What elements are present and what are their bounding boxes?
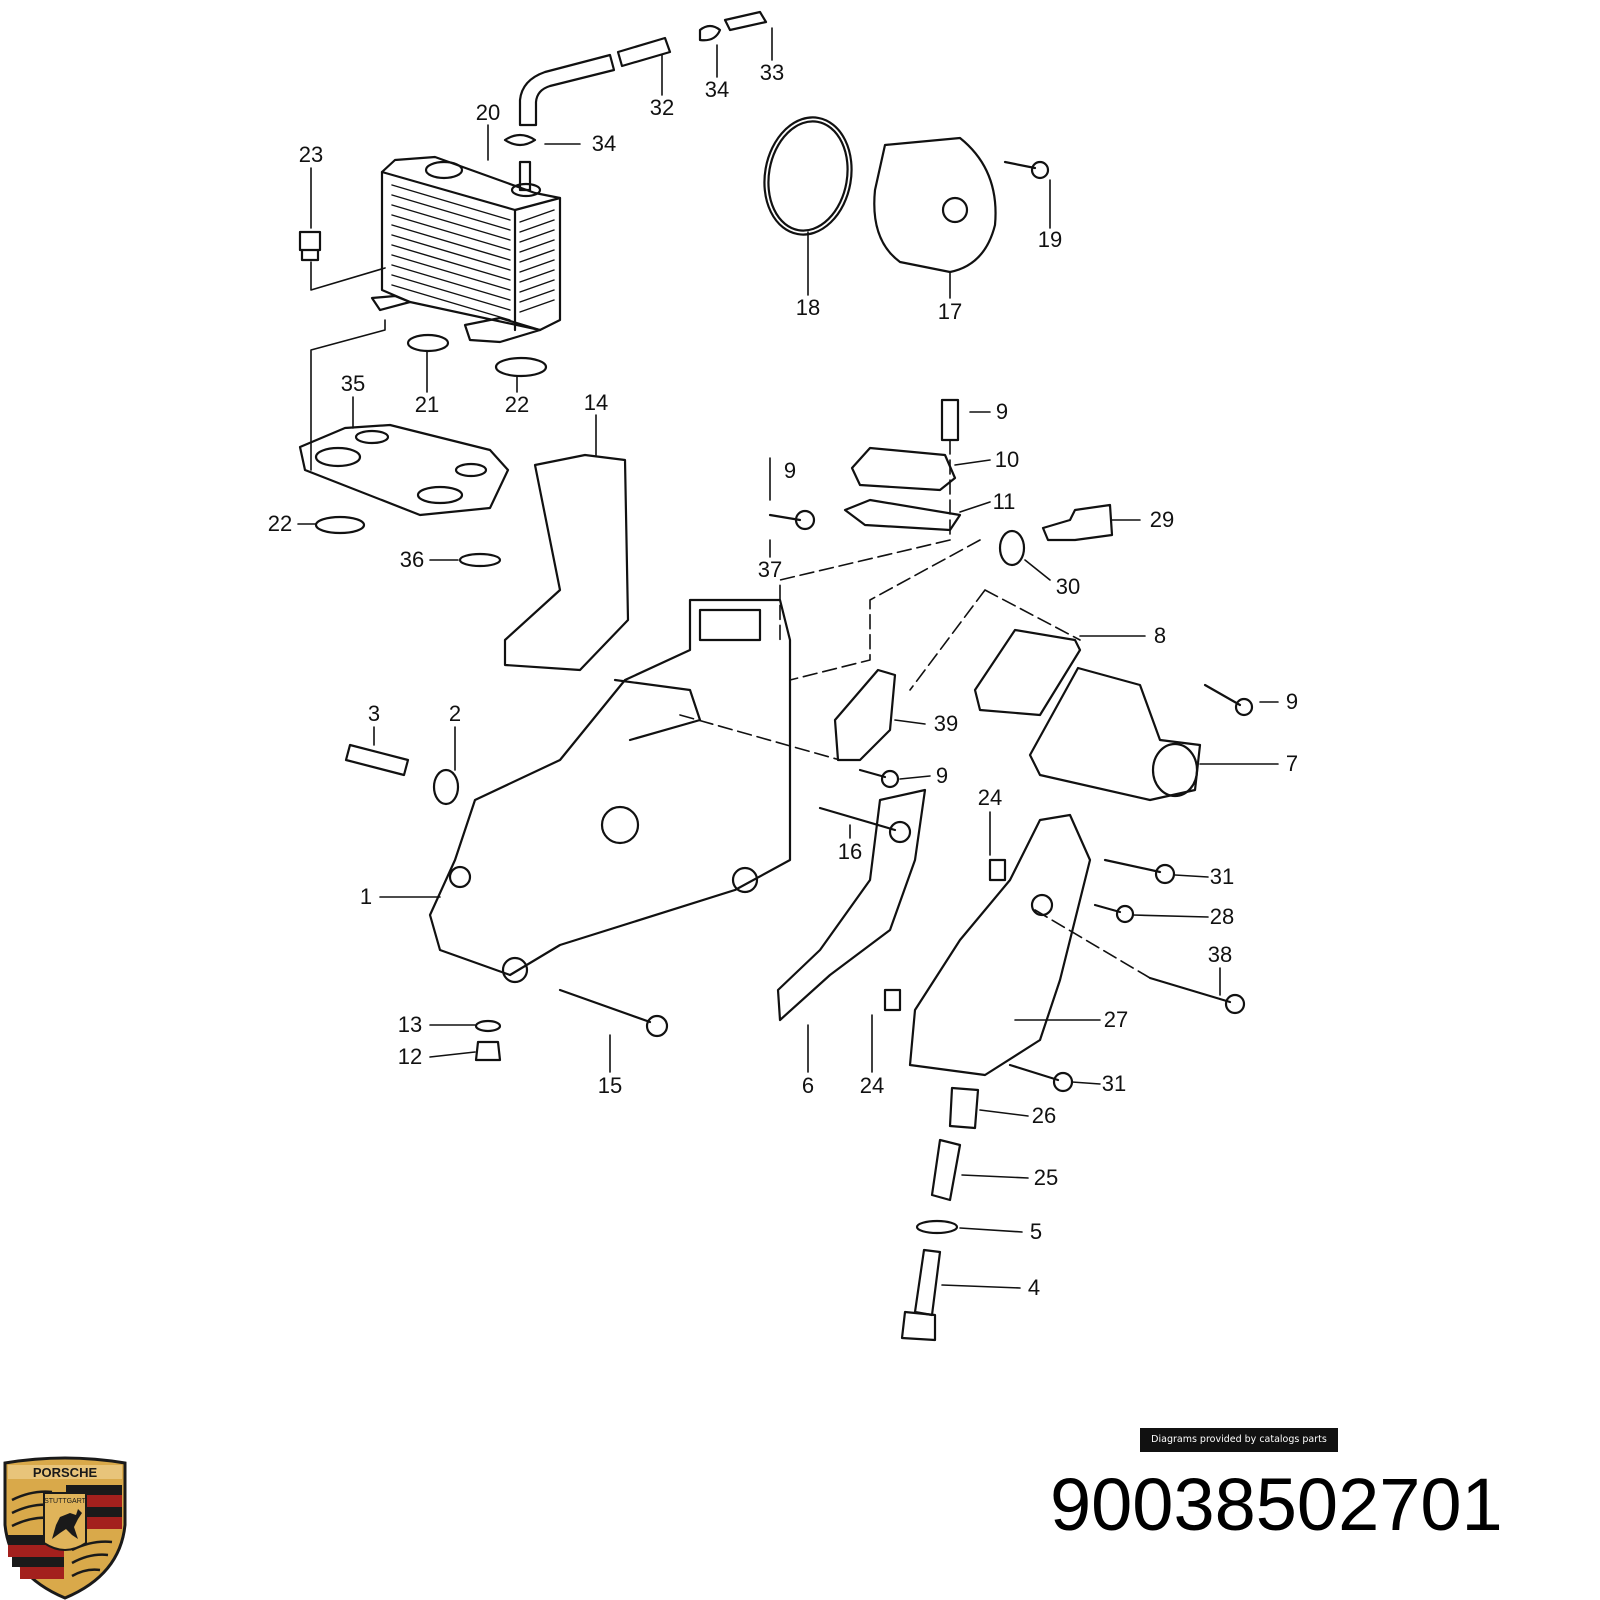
- callout-part-19: 19: [1037, 227, 1063, 252]
- callout-part-33: 33: [759, 60, 785, 85]
- callout-part-30: 30: [1055, 574, 1081, 599]
- callout-part-27: 27: [1103, 1007, 1129, 1032]
- callout-part-34: 34: [591, 131, 617, 156]
- callout-part-37: 37: [757, 557, 783, 582]
- callout-part-32: 32: [649, 95, 675, 120]
- brand-wordmark: PORSCHE: [33, 1465, 98, 1480]
- callout-part-9: 9: [935, 763, 949, 788]
- callout-part-2: 2: [448, 701, 462, 726]
- housing-part-27: [908, 813, 1092, 1077]
- callout-part-25: 25: [1033, 1165, 1059, 1190]
- callout-part-6: 6: [801, 1073, 815, 1098]
- brand-subtitle: STUTTGART: [44, 1498, 87, 1505]
- callout-part-11: 11: [992, 489, 1016, 514]
- porsche-crest-logo: PORSCHE STUTTGART: [3, 1456, 127, 1600]
- callout-part-36: 36: [399, 547, 425, 572]
- callout-part-8: 8: [1153, 623, 1167, 648]
- callout-part-23: 23: [298, 142, 324, 167]
- callout-part-31: 31: [1209, 864, 1235, 889]
- callout-part-3: 3: [367, 701, 381, 726]
- callout-part-13: 13: [397, 1012, 423, 1037]
- credit-badge: Diagrams provided by catalogs parts: [1140, 1428, 1338, 1452]
- part-number: 90038502701: [1050, 1463, 1503, 1546]
- callout-part-21: 21: [414, 392, 440, 417]
- callout-part-9: 9: [995, 399, 1009, 424]
- callout-part-28: 28: [1209, 904, 1235, 929]
- callout-part-15: 15: [597, 1073, 623, 1098]
- callout-part-22: 22: [504, 392, 530, 417]
- callout-part-1: 1: [359, 884, 373, 909]
- callout-part-17: 17: [937, 299, 963, 324]
- callout-part-31: 31: [1101, 1071, 1127, 1096]
- callout-part-7: 7: [1285, 751, 1299, 776]
- callout-part-14: 14: [583, 390, 609, 415]
- callout-part-20: 20: [475, 100, 501, 125]
- callout-part-22: 22: [267, 511, 293, 536]
- callout-part-4: 4: [1027, 1275, 1041, 1300]
- oil-pump-housing-part-1: [428, 598, 792, 977]
- callout-part-24: 24: [859, 1073, 885, 1098]
- callout-part-9: 9: [1285, 689, 1299, 714]
- callout-part-39: 39: [933, 711, 959, 736]
- callout-part-38: 38: [1207, 942, 1233, 967]
- callout-part-34: 34: [704, 77, 730, 102]
- callout-part-10: 10: [994, 447, 1020, 472]
- callout-part-16: 16: [837, 839, 863, 864]
- callout-part-9: 9: [783, 458, 797, 483]
- callout-part-24: 24: [977, 785, 1003, 810]
- callout-part-5: 5: [1029, 1219, 1043, 1244]
- callout-part-18: 18: [795, 295, 821, 320]
- hose-part-32: [518, 53, 616, 127]
- callout-part-35: 35: [340, 371, 366, 396]
- callout-part-12: 12: [397, 1044, 423, 1069]
- callout-part-26: 26: [1031, 1103, 1057, 1128]
- oil-cooler-part-20: [370, 155, 562, 344]
- callout-part-29: 29: [1149, 507, 1175, 532]
